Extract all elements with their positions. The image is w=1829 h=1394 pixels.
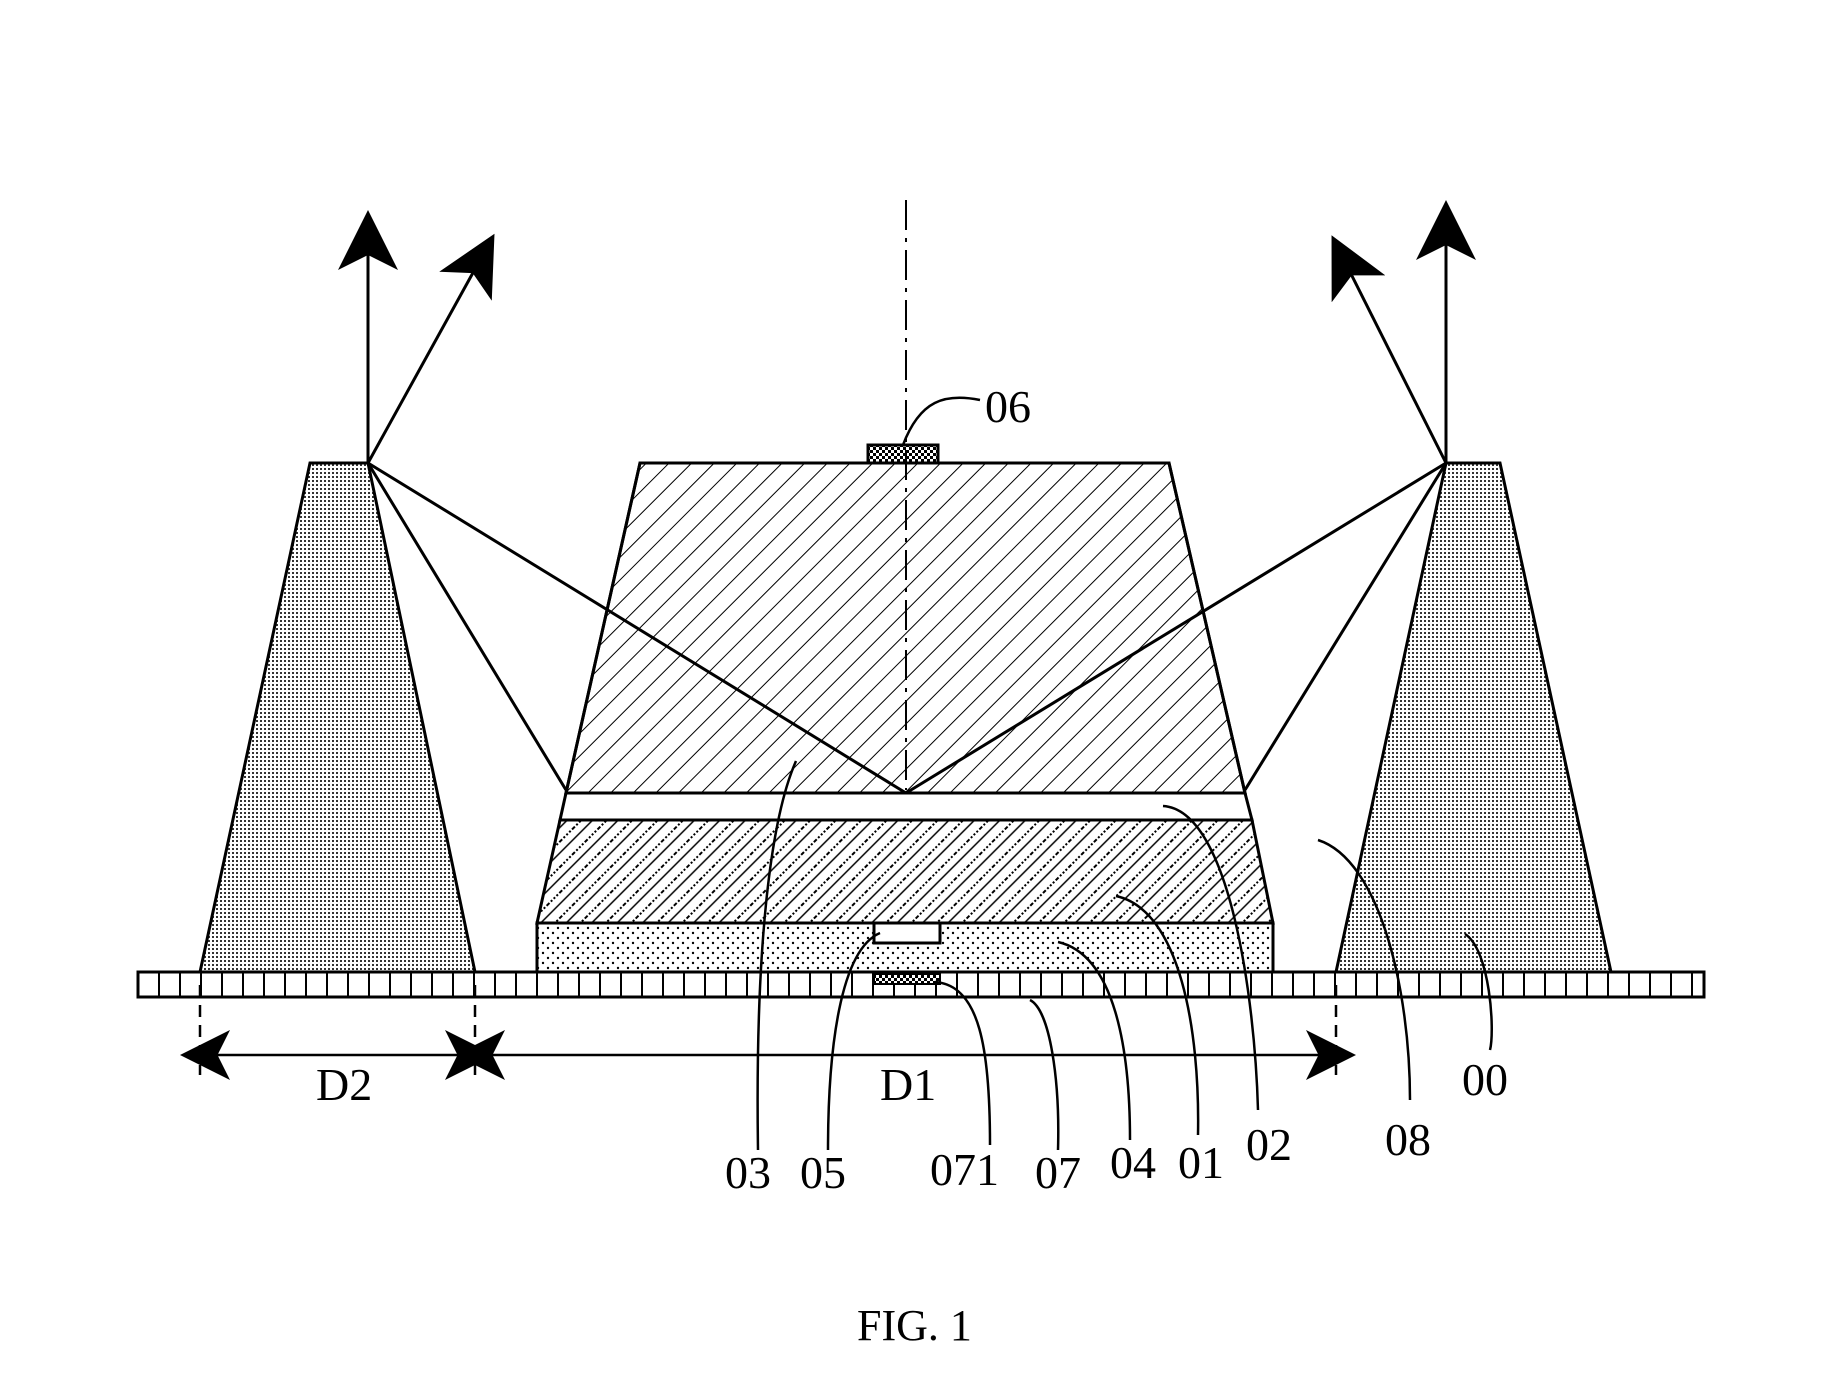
element-06	[866, 443, 940, 465]
label-d1: D1	[880, 1059, 936, 1110]
label-05: 05	[800, 1147, 846, 1198]
label-01: 01	[1178, 1137, 1224, 1188]
label-06: 06	[985, 381, 1031, 432]
label-071: 071	[930, 1144, 999, 1195]
light-rays	[338, 200, 1476, 795]
layer-01	[535, 818, 1275, 925]
right-support	[1334, 461, 1613, 974]
label-00: 00	[1462, 1054, 1508, 1105]
label-03: 03	[725, 1147, 771, 1198]
label-07: 07	[1035, 1147, 1081, 1198]
leader-lines	[756, 396, 1493, 1151]
left-support	[198, 461, 477, 974]
dimension-d1	[455, 985, 1356, 1080]
label-d2: D2	[316, 1059, 372, 1110]
label-08: 08	[1385, 1114, 1431, 1165]
element-05	[872, 921, 942, 945]
label-02: 02	[1246, 1119, 1292, 1170]
figure-caption: FIG. 1	[857, 1301, 972, 1350]
layer-02	[558, 791, 1254, 822]
label-04: 04	[1110, 1137, 1156, 1188]
element-071	[873, 973, 941, 985]
